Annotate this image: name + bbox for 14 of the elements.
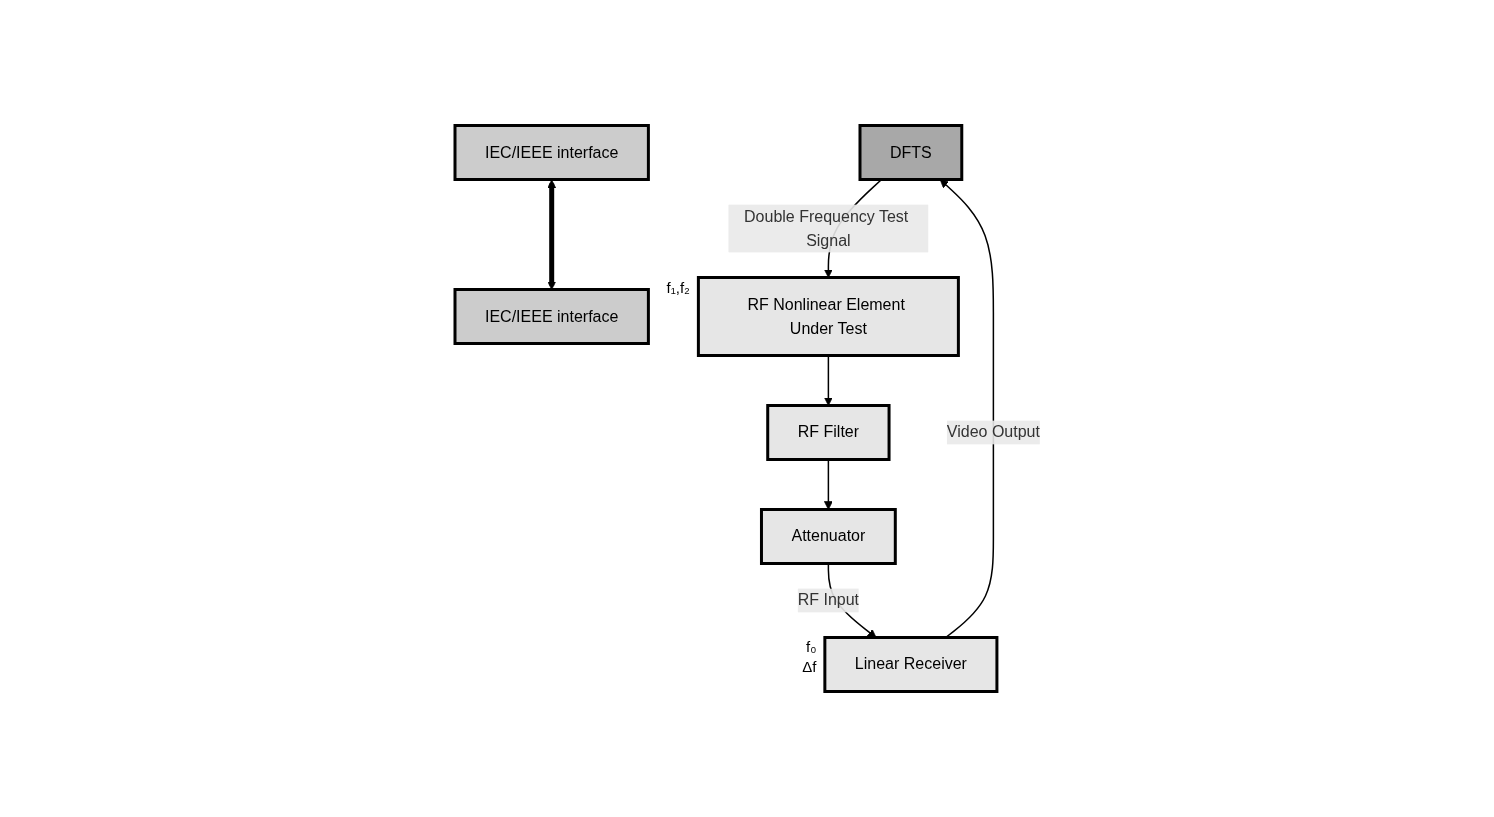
node-box: Linear Receiver <box>822 636 998 693</box>
node-box: RF Nonlinear Element Under Test <box>696 276 960 357</box>
node-box: IEC/IEEE interface <box>453 124 650 181</box>
node-annotation: Δf <box>802 658 817 676</box>
edge-label: Video Output <box>946 423 1040 441</box>
node-box: IEC/IEEE interface <box>453 288 650 345</box>
node-box: Attenuator <box>759 508 897 565</box>
node-box: RF Filter <box>765 404 891 461</box>
edge-label: Double Frequency Test Signal <box>743 207 908 249</box>
edge-label: RF Input <box>797 591 859 609</box>
node-annotation: f₁,f₂ <box>666 278 690 296</box>
node-box: DFTS <box>858 124 963 181</box>
node-annotation: f₀ <box>805 638 817 656</box>
arrow <box>546 179 556 290</box>
